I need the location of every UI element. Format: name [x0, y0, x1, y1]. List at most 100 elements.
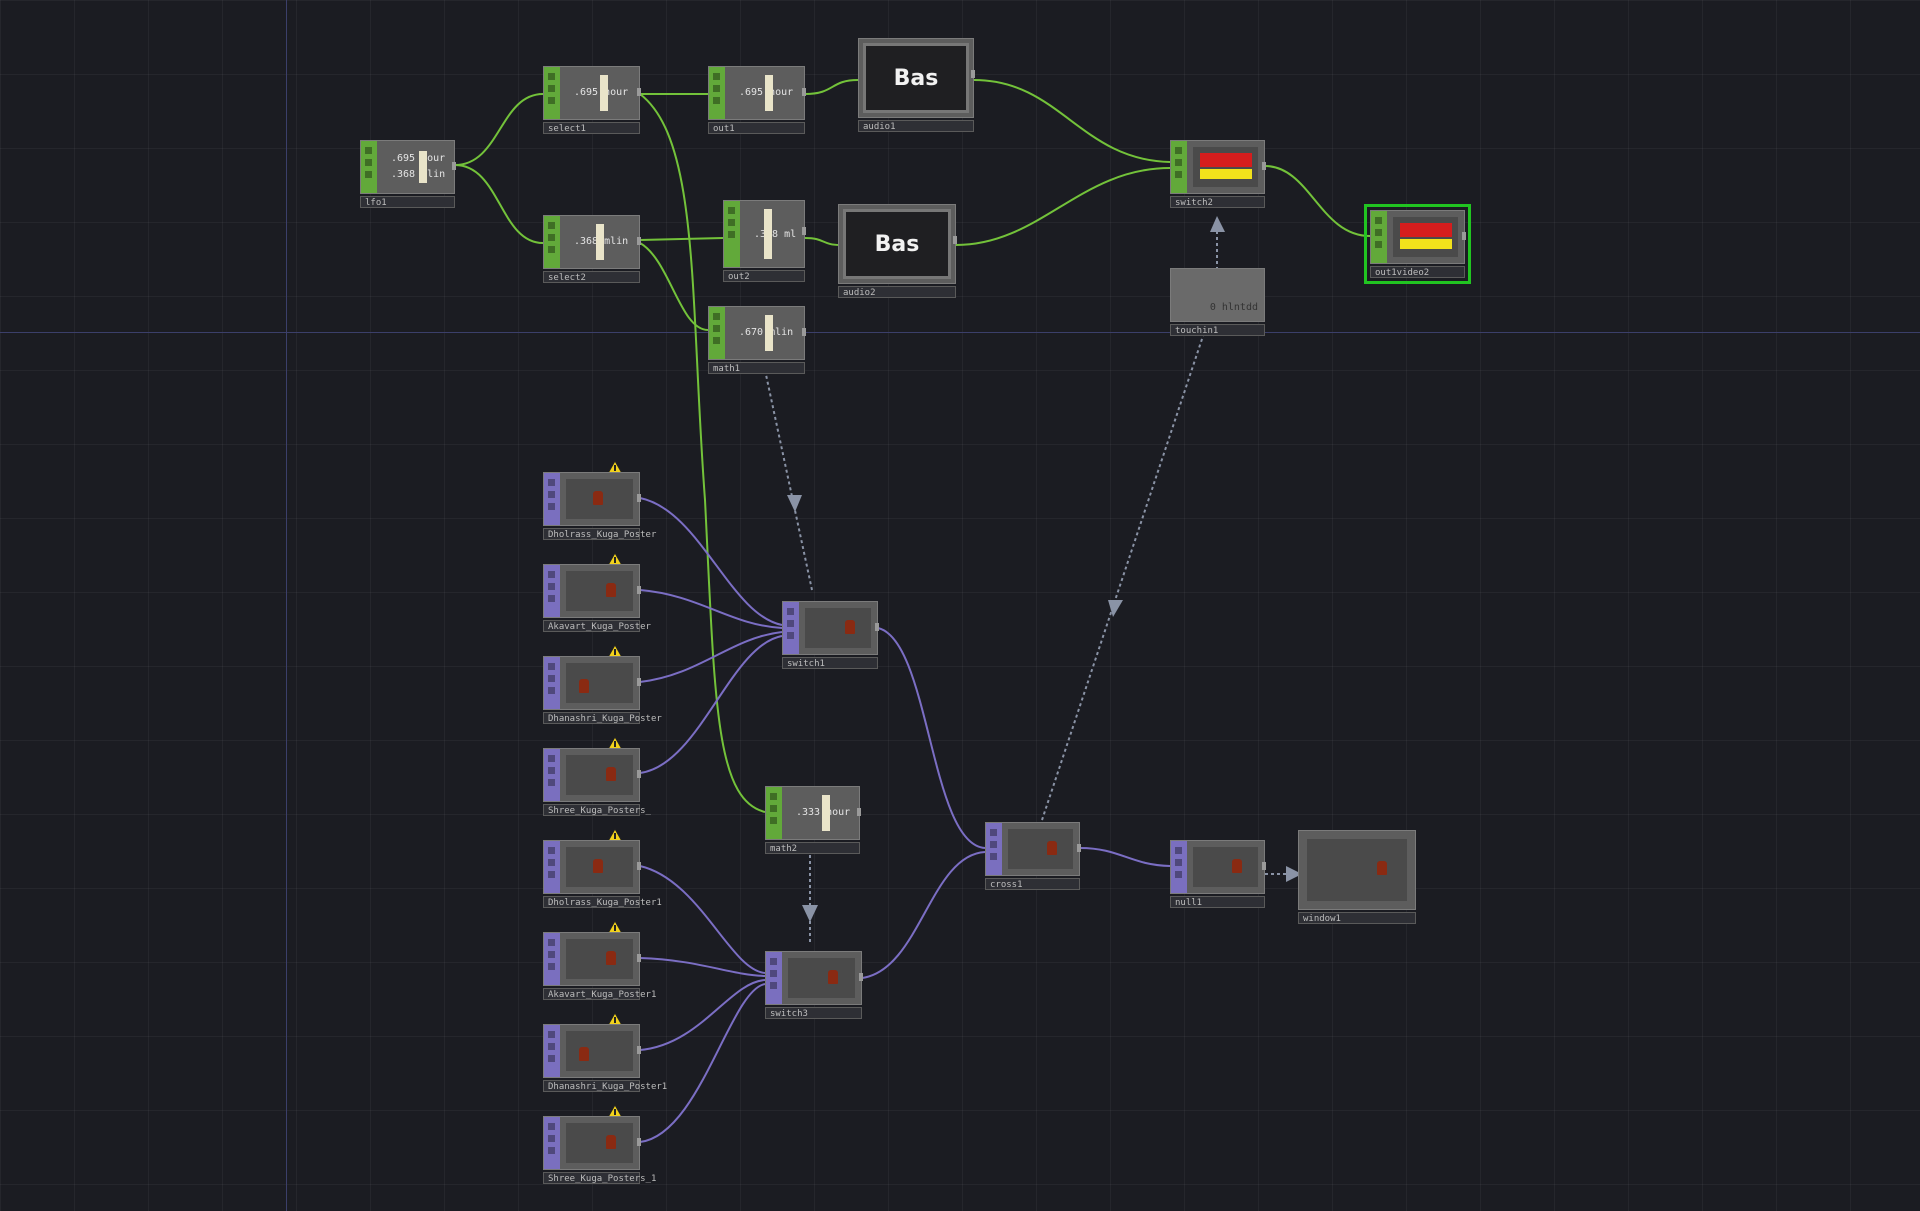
node-select2[interactable]: .368 mlin select2 [543, 215, 641, 283]
input-connector[interactable] [544, 933, 560, 985]
input-connector[interactable] [1171, 141, 1187, 193]
output-connector[interactable] [637, 87, 641, 96]
node-label[interactable]: cross1 [985, 878, 1080, 890]
node-file5[interactable]: Dholrass_Kuga_Poster1 [543, 828, 662, 908]
output-connector[interactable] [637, 861, 641, 870]
output-connector[interactable] [637, 585, 641, 594]
node-touchin1[interactable]: 0 hlntdd touchin1 [1170, 268, 1265, 336]
output-connector[interactable] [1462, 231, 1466, 240]
node-label[interactable]: touchin1 [1170, 324, 1265, 336]
input-connector[interactable] [1171, 841, 1187, 893]
input-connector[interactable] [766, 787, 782, 839]
input-connector[interactable] [544, 565, 560, 617]
arrow-icon [802, 905, 818, 922]
output-connector[interactable] [637, 769, 641, 778]
node-window1[interactable]: window1 [1298, 830, 1416, 926]
node-switch2[interactable]: switch2 [1170, 140, 1266, 208]
input-connector[interactable] [544, 473, 560, 525]
node-out2[interactable]: .368 ml out2 [723, 200, 806, 282]
output-connector[interactable] [857, 807, 861, 816]
node-label[interactable]: Dholrass_Kuga_Poster1 [543, 896, 662, 908]
node-switch1[interactable]: switch1 [782, 601, 879, 669]
output-connector[interactable] [802, 227, 806, 236]
output-connector[interactable] [637, 677, 641, 686]
input-connector[interactable] [544, 841, 560, 893]
input-connector[interactable] [544, 1025, 560, 1077]
input-connector[interactable] [766, 952, 782, 1004]
output-connector[interactable] [971, 70, 975, 79]
node-label[interactable]: select1 [543, 122, 640, 134]
output-connector[interactable] [875, 622, 879, 631]
input-connector[interactable] [724, 201, 740, 267]
input-connector[interactable] [709, 307, 725, 359]
node-file1[interactable]: Dholrass_Kuga_Poster [543, 460, 656, 540]
output-connector[interactable] [637, 1137, 641, 1146]
output-connector[interactable] [1077, 843, 1081, 852]
node-label[interactable]: switch1 [782, 657, 878, 669]
texture-preview [788, 958, 855, 998]
output-connector[interactable] [637, 1045, 641, 1054]
output-connector[interactable] [1262, 861, 1266, 870]
input-connector[interactable] [544, 657, 560, 709]
node-label[interactable]: window1 [1298, 912, 1416, 924]
node-file3[interactable]: Dhanashri_Kuga_Poster [543, 644, 662, 724]
input-connector[interactable] [544, 1117, 560, 1169]
node-file6[interactable]: Akavart_Kuga_Poster1 [543, 920, 656, 1000]
node-label[interactable]: null1 [1170, 896, 1265, 908]
node-label[interactable]: switch2 [1170, 196, 1265, 208]
node-label[interactable]: Dholrass_Kuga_Poster [543, 528, 656, 540]
node-label[interactable]: audio2 [838, 286, 956, 298]
node-label[interactable]: select2 [543, 271, 640, 283]
output-connector[interactable] [452, 161, 456, 170]
node-lfo1[interactable]: .695 hour .368 mlin lfo1 [360, 140, 456, 208]
node-label[interactable]: Dhanashri_Kuga_Poster [543, 712, 662, 724]
audio-waveform-preview: Bas [863, 43, 969, 113]
input-connector[interactable] [544, 67, 560, 119]
node-label[interactable]: Dhanashri_Kuga_Poster1 [543, 1080, 667, 1092]
input-connector[interactable] [361, 141, 377, 193]
node-label[interactable]: Shree_Kuga_Posters_ [543, 804, 651, 816]
node-label[interactable]: switch3 [765, 1007, 862, 1019]
input-connector[interactable] [544, 216, 560, 268]
output-connector[interactable] [859, 972, 863, 981]
node-label[interactable]: math1 [708, 362, 805, 374]
node-label[interactable]: Shree_Kuga_Posters_1 [543, 1172, 656, 1184]
node-select1[interactable]: .695 hour select1 [543, 66, 641, 134]
node-audio2[interactable]: Bas audio2 [838, 204, 957, 300]
wire-select2-math1 [639, 242, 709, 331]
output-connector[interactable] [637, 236, 641, 245]
node-label[interactable]: audio1 [858, 120, 974, 132]
output-connector[interactable] [637, 953, 641, 962]
node-label[interactable]: Akavart_Kuga_Poster1 [543, 988, 656, 1000]
input-connector[interactable] [1371, 211, 1387, 263]
node-null1[interactable]: null1 [1170, 840, 1266, 908]
output-connector[interactable] [953, 236, 957, 245]
node-file7[interactable]: Dhanashri_Kuga_Poster1 [543, 1012, 667, 1092]
node-math1[interactable]: .670 mlin math1 [708, 306, 806, 374]
output-connector[interactable] [637, 493, 641, 502]
input-connector[interactable] [986, 823, 1002, 875]
node-label[interactable]: lfo1 [360, 196, 455, 208]
node-label[interactable]: out1 [708, 122, 805, 134]
node-label[interactable]: out1video2 [1370, 266, 1465, 278]
input-connector[interactable] [709, 67, 725, 119]
input-connector[interactable] [783, 602, 799, 654]
node-out1video2[interactable]: out1video2 [1364, 204, 1471, 284]
node-label[interactable]: math2 [765, 842, 860, 854]
input-connector[interactable] [544, 749, 560, 801]
node-file2[interactable]: Akavart_Kuga_Poster [543, 552, 651, 632]
node-out1[interactable]: .695 hour out1 [708, 66, 806, 134]
node-audio1[interactable]: Bas audio1 [858, 38, 975, 134]
node-label[interactable]: Akavart_Kuga_Poster [543, 620, 651, 632]
node-math2[interactable]: .333 hour math2 [765, 786, 861, 854]
node-cross1[interactable]: cross1 [985, 822, 1081, 890]
node-label[interactable]: out2 [723, 270, 805, 282]
output-connector[interactable] [802, 327, 806, 336]
node-switch3[interactable]: switch3 [765, 951, 863, 1019]
output-connector[interactable] [802, 87, 806, 96]
node-file8[interactable]: Shree_Kuga_Posters_1 [543, 1104, 656, 1184]
node-file4[interactable]: Shree_Kuga_Posters_ [543, 736, 651, 816]
output-connector[interactable] [1262, 161, 1266, 170]
